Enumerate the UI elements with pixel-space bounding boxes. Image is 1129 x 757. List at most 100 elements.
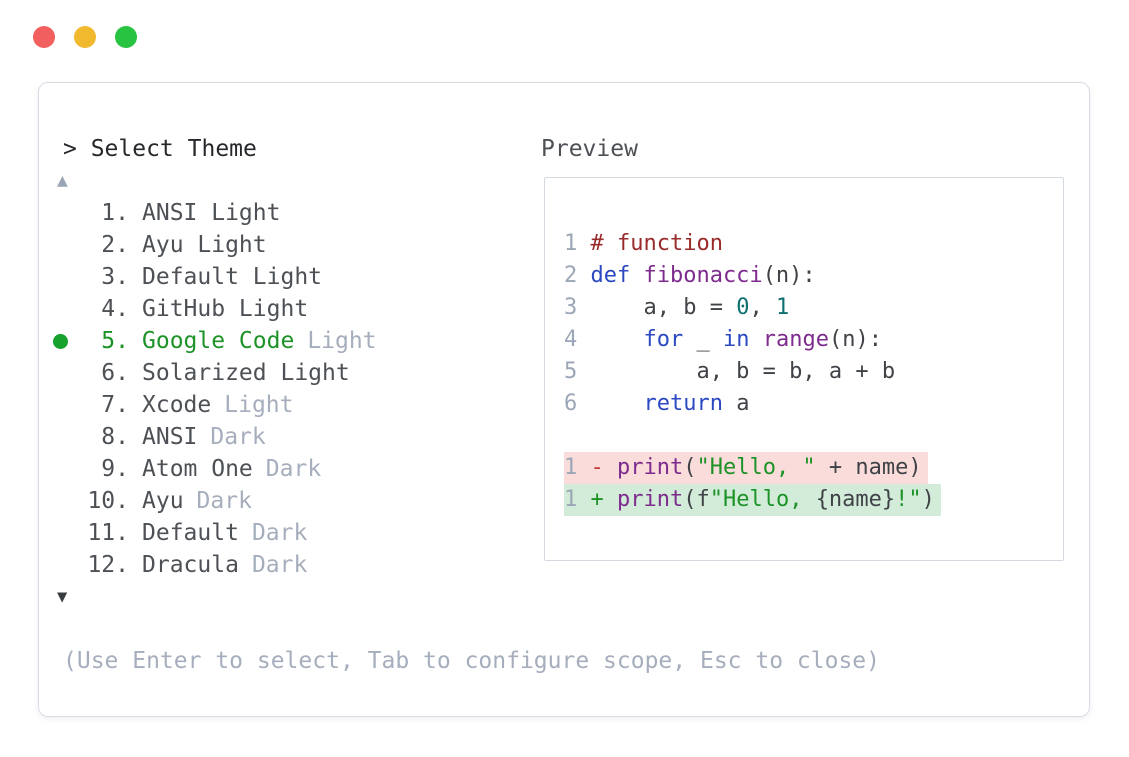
line-number: 1 (564, 455, 578, 480)
line-number: 5 (564, 359, 578, 384)
code-token: !" (895, 487, 922, 512)
code-line: 4 for _ in range(n): (564, 324, 1063, 356)
item-name: Dracula (142, 552, 239, 578)
selected-bullet-icon (49, 333, 79, 349)
item-number: 9. (101, 456, 129, 482)
line-number: 1 (564, 487, 578, 512)
code-token: def (590, 263, 644, 288)
line-number: 6 (564, 391, 578, 416)
code-token: (f (683, 487, 710, 512)
help-text: (Use Enter to select, Tab to configure s… (63, 648, 880, 674)
code-token (749, 327, 762, 352)
code-token: a, b = (590, 295, 737, 320)
item-name: Default Light (142, 264, 323, 290)
item-name: Atom One (142, 456, 253, 482)
code-token: print (616, 455, 684, 480)
item-name: GitHub Light (142, 296, 309, 322)
code-token: ( (683, 455, 697, 480)
code-token: return (643, 391, 723, 416)
item-number: 7. (101, 392, 129, 418)
theme-item[interactable]: 12. Dracula Dark (49, 549, 529, 581)
code-line: 3 a, b = 0, 1 (564, 292, 1063, 324)
code-token: 1 (775, 295, 790, 320)
item-number: 4. (101, 296, 129, 322)
item-name: ANSI Light (142, 200, 281, 226)
item-number: 11. (87, 520, 129, 546)
theme-item[interactable]: 2. Ayu Light (49, 229, 529, 261)
item-number: 5. (101, 328, 129, 354)
code-token: "Hello, " (696, 455, 816, 480)
code-token: ) (921, 487, 935, 512)
item-suffix: Dark (265, 456, 322, 482)
theme-item[interactable]: 8. ANSI Dark (49, 421, 529, 453)
item-suffix: Dark (210, 424, 266, 450)
code-token: a (722, 391, 750, 416)
item-number: 3. (101, 264, 129, 290)
code-token: a, b = b, a + b (590, 359, 896, 384)
diff-line-added: 1 + print(f"Hello, {name}!") (564, 484, 1063, 516)
line-number: 2 (564, 263, 578, 288)
theme-selector-dialog: > Select Theme ▲ 1. ANSI Light 2. Ayu Li… (38, 82, 1090, 717)
code-token (590, 327, 643, 352)
line-number: 1 (564, 231, 578, 256)
code-token: print (616, 487, 684, 512)
theme-item[interactable]: 6. Solarized Light (49, 357, 529, 389)
code-line: 1 # function (564, 228, 1063, 260)
code-token: , (749, 295, 776, 320)
code-token: "Hello, (709, 487, 816, 512)
item-suffix: Dark (196, 488, 252, 514)
theme-item[interactable]: 3. Default Light (49, 261, 529, 293)
spacer-row (49, 613, 529, 645)
theme-item[interactable]: 4. GitHub Light (49, 293, 529, 325)
code-token: + name) (815, 455, 922, 480)
preview-label: Preview (541, 136, 638, 162)
window-controls (33, 26, 137, 48)
code-token: for (643, 327, 684, 352)
item-number: 2. (101, 232, 129, 258)
theme-item[interactable]: 9. Atom One Dark (49, 453, 529, 485)
code-token: {name} (815, 487, 896, 512)
item-suffix: Dark (251, 552, 308, 578)
theme-list: > Select Theme ▲ 1. ANSI Light 2. Ayu Li… (49, 133, 880, 677)
code-token: # function (590, 231, 723, 256)
theme-item[interactable]: 1. ANSI Light (49, 197, 529, 229)
code-token (590, 391, 643, 416)
code-token: fibonacci (643, 263, 763, 288)
code-token: _ (683, 327, 723, 352)
line-number: 3 (564, 295, 578, 320)
diff-line-removed: 1- print("Hello, " + name) (564, 452, 1063, 484)
code-token: 0 (736, 295, 750, 320)
scroll-down-icon[interactable]: ▼ (57, 587, 68, 607)
item-suffix: Dark (251, 520, 308, 546)
item-name: Google Code (142, 328, 295, 354)
code-token: (n): (828, 327, 882, 352)
dialog-title: > Select Theme (63, 136, 257, 162)
theme-item[interactable]: 7. Xcode Light (49, 389, 529, 421)
minimize-window-icon[interactable] (74, 26, 96, 48)
item-name: Default (142, 520, 239, 546)
item-name: Solarized Light (142, 360, 350, 386)
item-number: 12. (87, 552, 129, 578)
item-suffix: Light (307, 328, 377, 354)
code-line: 6 return a (564, 388, 1063, 420)
item-number: 1. (101, 200, 129, 226)
theme-item[interactable]: 11. Default Dark (49, 517, 529, 549)
blank-line (564, 420, 1063, 452)
scroll-up-icon[interactable]: ▲ (57, 170, 68, 191)
item-suffix: Light (224, 392, 294, 418)
code-token: in (722, 327, 750, 352)
item-name: Ayu (142, 488, 184, 514)
item-name: ANSI (142, 424, 198, 450)
code-line: 5 a, b = b, a + b (564, 356, 1063, 388)
item-name: Ayu Light (142, 232, 267, 258)
theme-item-selected[interactable]: 5. Google Code Light (49, 325, 529, 357)
close-window-icon[interactable] (33, 26, 55, 48)
code-preview-pane: 1 # function 2 def fibonacci (n): 3 a, b = … (544, 177, 1064, 561)
item-number: 8. (101, 424, 129, 450)
diff-plus-marker: + (590, 487, 617, 512)
zoom-window-icon[interactable] (115, 26, 137, 48)
theme-item[interactable]: 10. Ayu Dark (49, 485, 529, 517)
code-token: range (762, 327, 829, 352)
item-number: 10. (87, 488, 129, 514)
